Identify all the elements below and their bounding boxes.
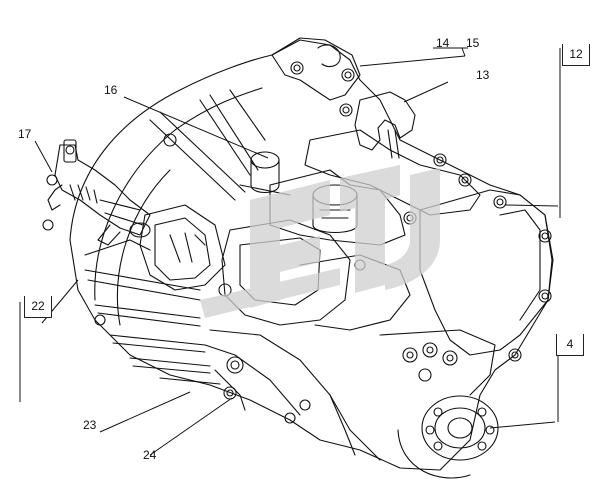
label-4: 4 — [556, 334, 584, 356]
watermark — [200, 165, 440, 318]
output-flange — [421, 395, 499, 461]
label-14: 14 — [436, 36, 450, 50]
label-13: 13 — [476, 68, 490, 82]
label-15: 15 — [466, 36, 480, 50]
bracket-14-15 — [271, 37, 361, 101]
label-16: 16 — [104, 83, 118, 97]
label-12: 12 — [562, 44, 590, 66]
label-24: 24 — [143, 448, 157, 462]
label-23: 23 — [83, 418, 97, 432]
label-17: 17 — [18, 127, 32, 141]
label-22: 22 — [24, 296, 52, 318]
selector-housing — [139, 204, 226, 291]
shift-lever-13 — [354, 91, 416, 151]
